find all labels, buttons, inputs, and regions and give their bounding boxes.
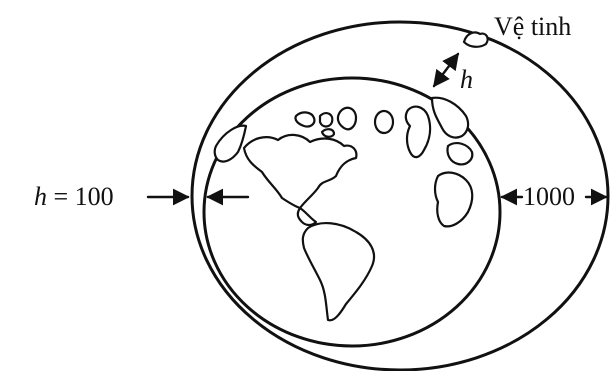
continent-south-america — [303, 223, 374, 320]
satellite-icon — [464, 32, 488, 46]
continent-left-edge — [215, 126, 246, 162]
continent-europe — [406, 107, 430, 157]
earth-continents — [215, 98, 473, 321]
satellite-label: Vệ tinh — [494, 12, 571, 41]
continent-central-america — [298, 208, 316, 225]
island-1 — [295, 112, 314, 126]
island-2 — [320, 113, 332, 126]
continent-eurasia — [432, 98, 468, 138]
continent-africa — [435, 173, 472, 227]
continent-mideast — [447, 143, 472, 164]
island-5 — [375, 111, 393, 133]
left-distance-label: h = 100 — [34, 182, 114, 211]
left-label-var: h — [34, 182, 47, 211]
continent-north-america — [244, 135, 356, 208]
island-3 — [338, 108, 356, 130]
island-4 — [322, 129, 334, 137]
left-label-eq: = 100 — [47, 182, 114, 211]
right-distance-label: 1000 — [523, 182, 575, 211]
h-arrow — [434, 54, 458, 86]
h-symbol: h — [460, 65, 473, 94]
